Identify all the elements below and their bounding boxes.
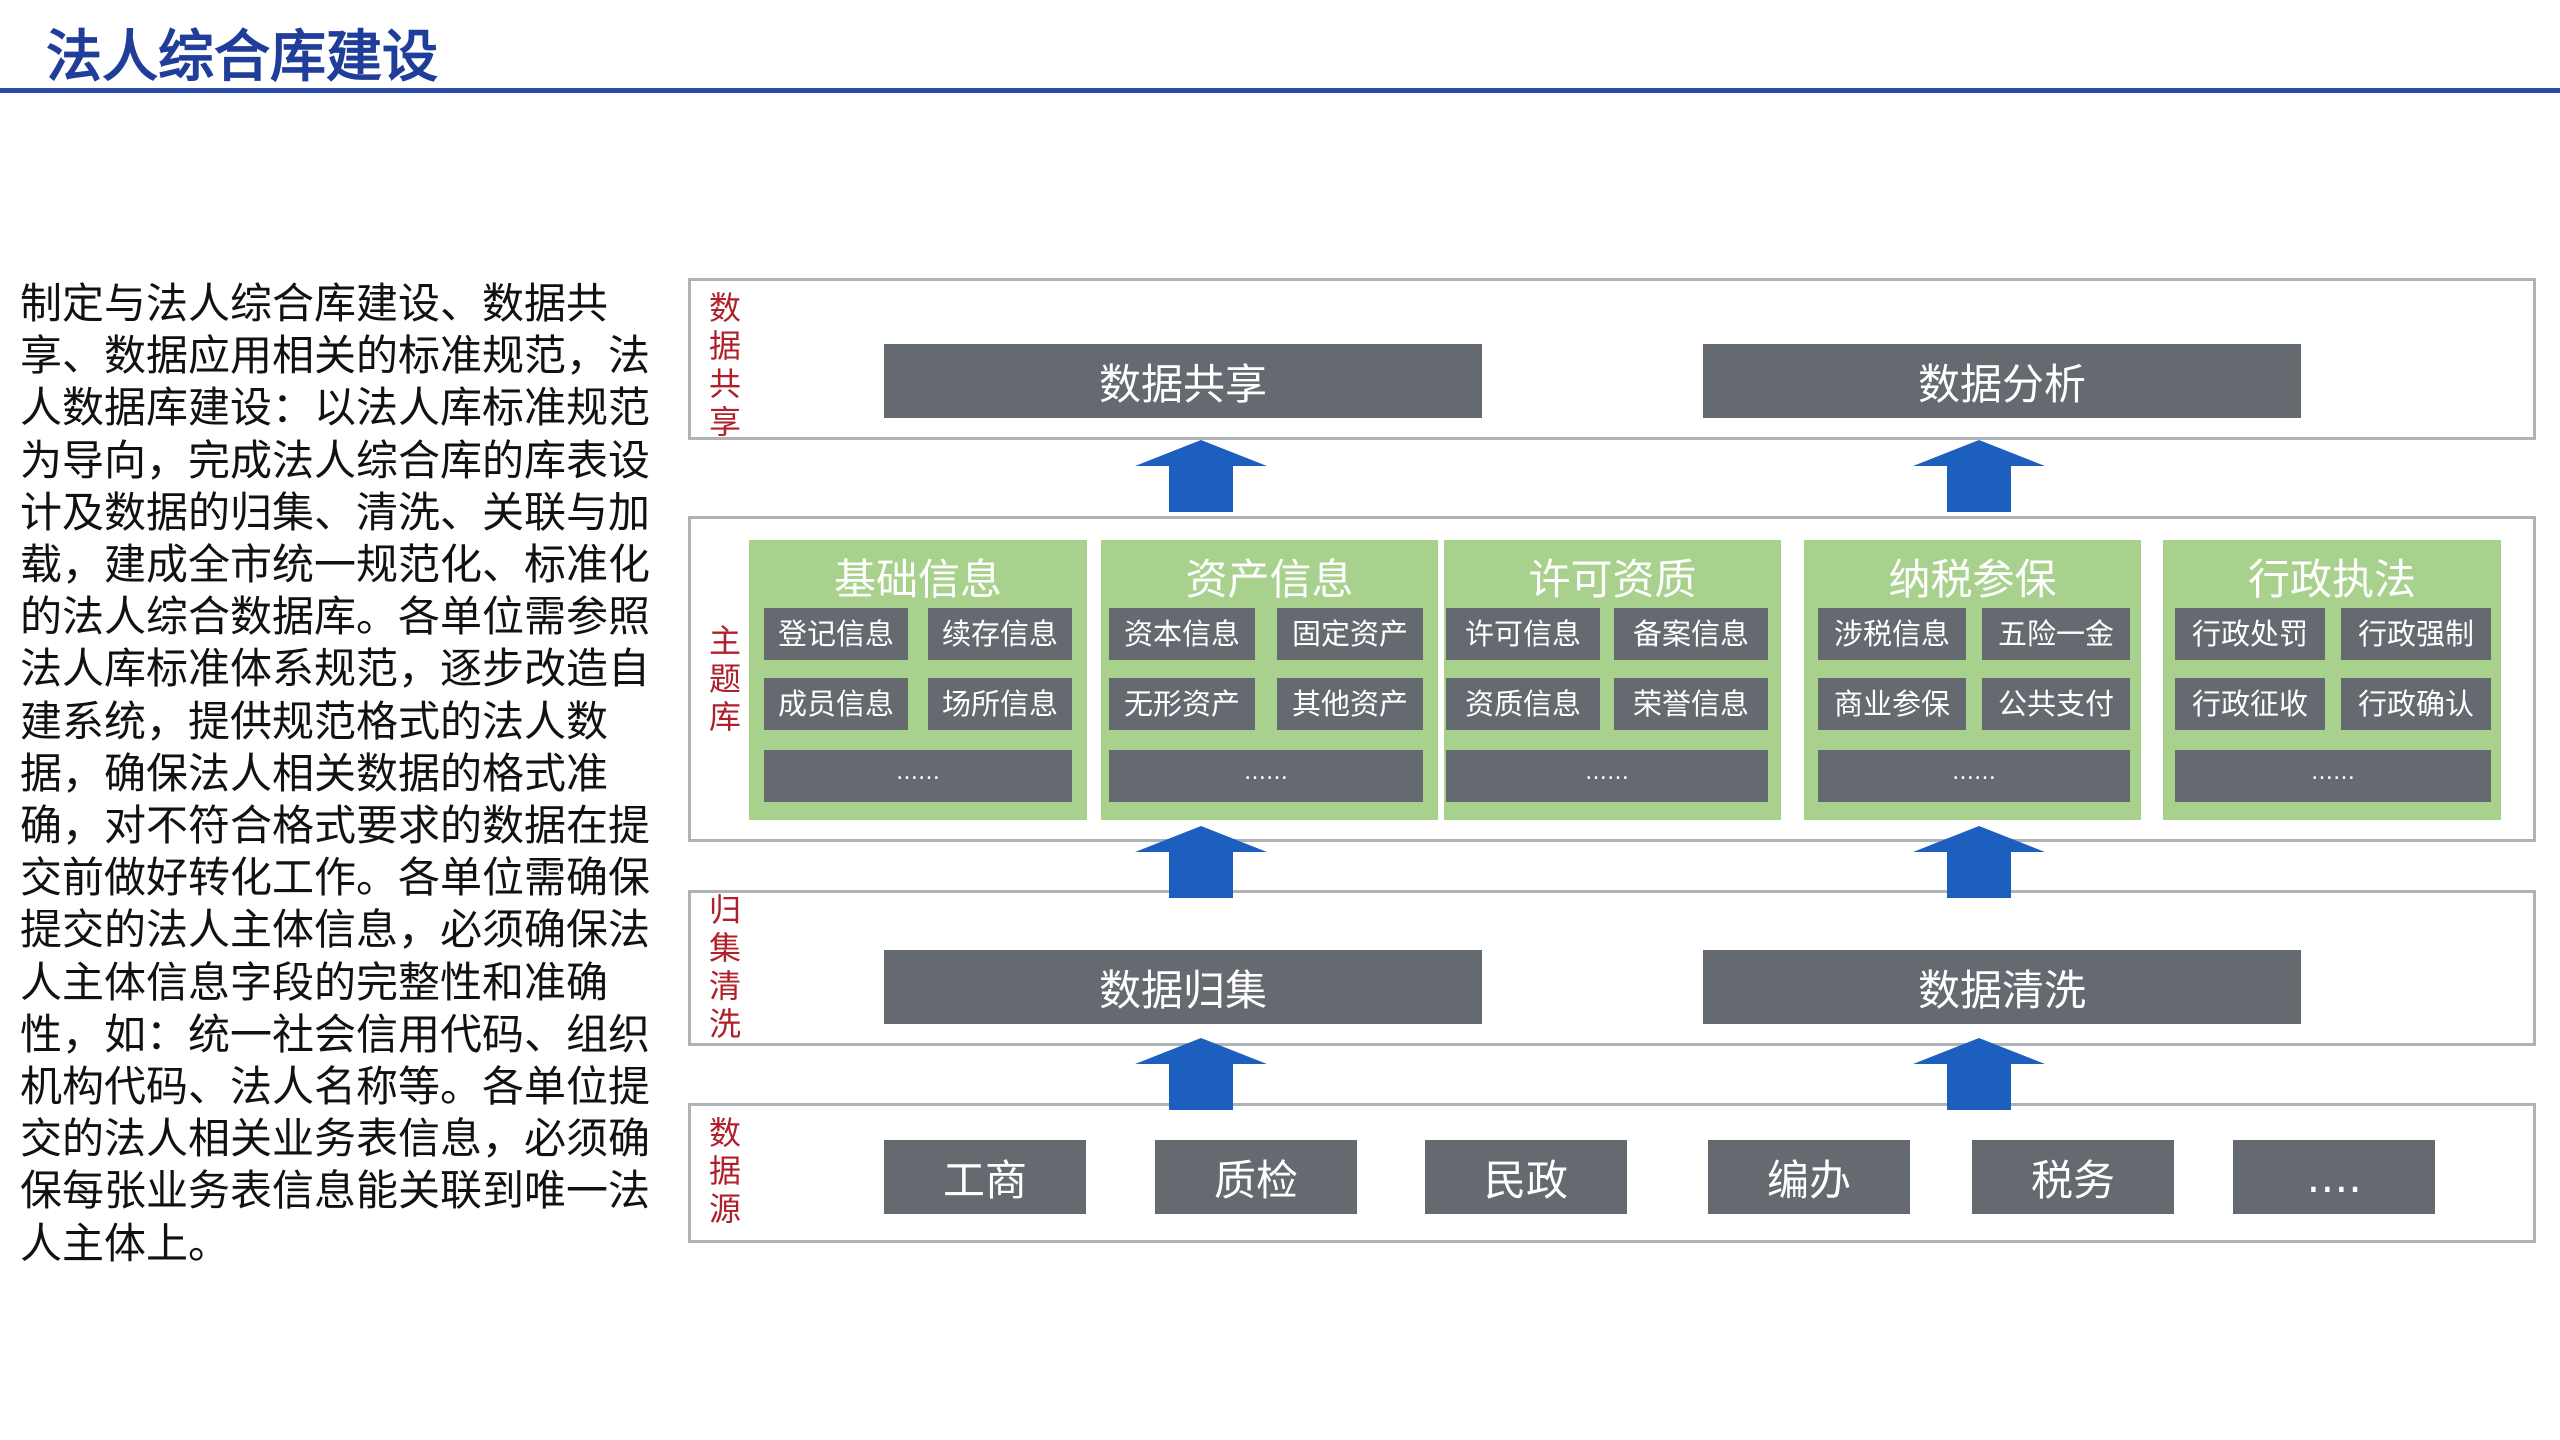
chip-item: 五险一金 — [1982, 608, 2130, 660]
title-underline — [0, 88, 2560, 93]
panel-basic-info: 基础信息 登记信息 续存信息 成员信息 场所信息 …… — [749, 540, 1087, 820]
chip-item: 行政征收 — [2175, 678, 2325, 730]
panel-title: 纳税参保 — [1888, 555, 2057, 604]
chip-item: 资质信息 — [1446, 678, 1600, 730]
panel-title: 许可资质 — [1528, 555, 1697, 604]
chip-item: 荣誉信息 — [1614, 678, 1768, 730]
chip-item: 行政强制 — [2341, 608, 2491, 660]
source-box: 民政 — [1425, 1140, 1627, 1214]
up-arrow-icon — [1913, 440, 2045, 512]
box-data-analysis: 数据分析 — [1703, 344, 2301, 418]
up-arrow-icon — [1135, 826, 1267, 898]
layer-label-collect: 归集清洗 — [708, 891, 741, 1043]
chip-item: 资本信息 — [1109, 608, 1255, 660]
box-data-collection: 数据归集 — [884, 950, 1482, 1024]
up-arrow-icon — [1913, 1038, 2045, 1110]
layer-label-source: 数据源 — [708, 1114, 741, 1228]
chip-item: 备案信息 — [1614, 608, 1768, 660]
panel-asset-info: 资产信息 资本信息 固定资产 无形资产 其他资产 …… — [1101, 540, 1438, 820]
panel-title: 基础信息 — [833, 555, 1002, 604]
panel-tax-insurance: 纳税参保 涉税信息 五险一金 商业参保 公共支付 …… — [1804, 540, 2141, 820]
description-text: 制定与法人综合库建设、数据共享、数据应用相关的标准规范，法人数据库建设：以法人库… — [20, 279, 651, 1268]
chip-item: 行政处罚 — [2175, 608, 2325, 660]
source-box: 工商 — [884, 1140, 1086, 1214]
source-box: …. — [2233, 1140, 2435, 1214]
up-arrow-icon — [1135, 440, 1267, 512]
source-box: 编办 — [1708, 1140, 1910, 1214]
chip-item: 成员信息 — [764, 678, 908, 730]
chip-item: 无形资产 — [1109, 678, 1255, 730]
layer-label-theme: 主题库 — [708, 622, 741, 736]
up-arrow-icon — [1913, 826, 2045, 898]
panel-title: 行政执法 — [2247, 555, 2416, 604]
more-bar: …… — [1818, 750, 2130, 802]
chip-item: 登记信息 — [764, 608, 908, 660]
source-box: 税务 — [1972, 1140, 2174, 1214]
page-title: 法人综合库建设 — [46, 25, 438, 90]
chip-item: 行政确认 — [2341, 678, 2491, 730]
chip-item: 许可信息 — [1446, 608, 1600, 660]
more-bar: …… — [764, 750, 1072, 802]
chip-item: 商业参保 — [1818, 678, 1966, 730]
chip-item: 固定资产 — [1277, 608, 1423, 660]
chip-item: 公共支付 — [1982, 678, 2130, 730]
chip-item: 续存信息 — [928, 608, 1072, 660]
up-arrow-icon — [1135, 1038, 1267, 1110]
more-bar: …… — [2175, 750, 2491, 802]
chip-item: 其他资产 — [1277, 678, 1423, 730]
panel-admin-enforcement: 行政执法 行政处罚 行政强制 行政征收 行政确认 …… — [2163, 540, 2501, 820]
panel-title: 资产信息 — [1185, 555, 1354, 604]
more-bar: …… — [1446, 750, 1768, 802]
source-box: 质检 — [1155, 1140, 1357, 1214]
box-data-sharing: 数据共享 — [884, 344, 1482, 418]
box-data-cleaning: 数据清洗 — [1703, 950, 2301, 1024]
chip-item: 场所信息 — [928, 678, 1072, 730]
more-bar: …… — [1109, 750, 1423, 802]
layer-label-sharing: 数据共享 — [708, 289, 741, 441]
panel-license-qualification: 许可资质 许可信息 备案信息 资质信息 荣誉信息 …… — [1444, 540, 1781, 820]
chip-item: 涉税信息 — [1818, 608, 1966, 660]
